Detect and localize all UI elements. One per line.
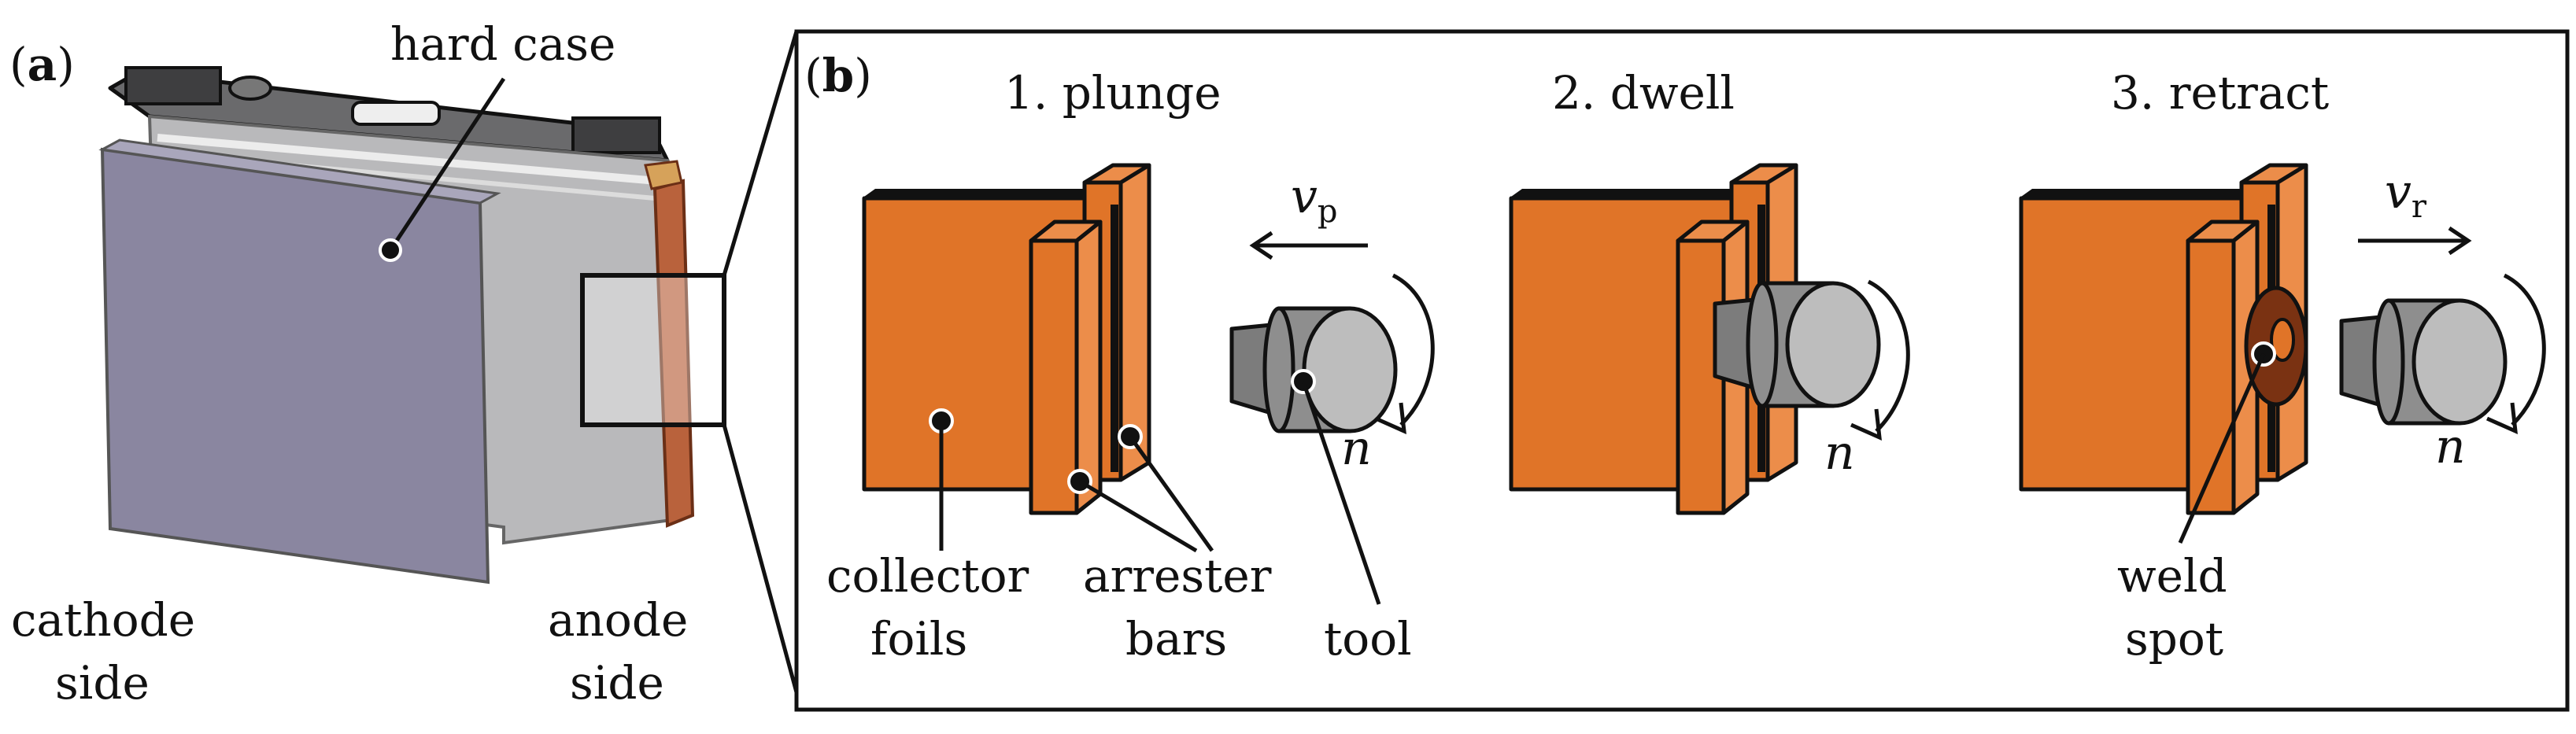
cathode-label-1: cathode bbox=[11, 593, 195, 647]
tool-label: tool bbox=[1324, 612, 1412, 666]
anode-label-2: side bbox=[570, 656, 664, 710]
cathode-plate bbox=[100, 147, 490, 585]
hard-case-dot bbox=[379, 238, 402, 262]
step-plunge-assembly: vp n collector foils arrester bars tool bbox=[826, 163, 1432, 666]
terminal-right bbox=[571, 116, 661, 154]
n-label-retract: n bbox=[2435, 419, 2466, 474]
arrester-bar-front bbox=[1029, 238, 1079, 515]
zoom-line-top bbox=[722, 31, 799, 276]
zoom-region bbox=[580, 273, 726, 427]
step-plunge-title: 1. plunge bbox=[1004, 66, 1221, 120]
panel-a-tag: (a) bbox=[9, 38, 75, 91]
collector-label-1: collector bbox=[826, 549, 1029, 603]
tool-retract bbox=[2341, 301, 2505, 423]
panel-b-frame bbox=[794, 29, 2570, 712]
panel-b-tag: (b) bbox=[804, 49, 872, 102]
anode-label-1: anode bbox=[548, 593, 688, 647]
panel-a-battery-cell: (a) hard case cathode side anode side bbox=[9, 17, 799, 710]
arrester-label-1: arrester bbox=[1083, 549, 1272, 603]
n-label-dwell: n bbox=[1824, 426, 1855, 481]
weld-label-1: weld bbox=[2117, 549, 2227, 603]
arrester-label-2: bars bbox=[1125, 612, 1227, 666]
weld-label-2: spot bbox=[2125, 612, 2223, 666]
v-retract-label: vr bbox=[2385, 164, 2427, 225]
fill-slot bbox=[351, 101, 441, 126]
step-retract-title: 3. retract bbox=[2111, 66, 2329, 120]
zoom-line-bottom bbox=[722, 424, 799, 693]
n-label-plunge: n bbox=[1341, 421, 1372, 476]
collector-label-2: foils bbox=[870, 612, 967, 666]
vent-port bbox=[228, 76, 272, 101]
step-dwell-assembly: n bbox=[1509, 163, 1908, 515]
cathode-label-2: side bbox=[55, 656, 150, 710]
step-dwell-title: 2. dwell bbox=[1552, 66, 1735, 120]
terminal-left bbox=[124, 66, 222, 105]
panel-b-process: (b) 1. plunge 2. dwell 3. retract vp n bbox=[794, 29, 2570, 712]
step-retract-assembly: vr n weld spot bbox=[2019, 163, 2544, 666]
hard-case-label: hard case bbox=[390, 17, 615, 71]
v-plunge-label: vp bbox=[1291, 169, 1338, 230]
